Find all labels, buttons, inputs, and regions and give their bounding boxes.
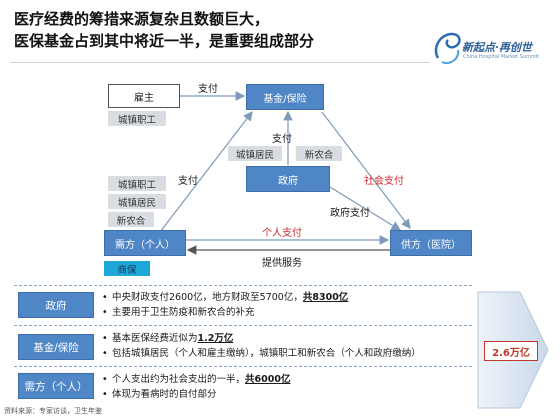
row-demand-line-1: •个人支出约为社会支出的一半，共6000亿 [102,374,291,385]
tag-ncms-mid: 新农合 [296,146,342,161]
flow-arrows [159,91,411,255]
title-line-2: 医保基金占到其中将近一半，是重要组成部分 [14,32,315,50]
tag-urban-resident-left: 城镇居民 [108,194,166,209]
label-employer-pay: 支付 [198,84,218,95]
row-fund-line-1: •基本医保经费近似为1.2万亿 [102,333,234,344]
row-fund-line-2: •包括城镇居民（个人和雇主缴纳），城镇职工和新农合（个人和政府缴纳） [102,348,421,359]
logo-subtitle: China Hospital Market Summit [463,54,540,60]
row-label-government: 政府 [18,292,94,318]
row-government-line-1: •中央财政支付2600亿，地方财政至5700亿，共8300亿 [102,292,349,303]
tag-urban-worker-left: 城镇职工 [108,176,166,191]
edge-demand-fund [159,111,253,233]
tag-urban-resident-mid: 城镇居民 [228,146,282,161]
page-title: 医疗经费的筹措来源复杂且数额巨大， 医保基金占到其中将近一半，是重要组成部分 [14,8,414,52]
node-supply: 供方（医院） [390,230,472,256]
label-social-pay: 社会支付 [364,176,404,187]
row-divider [14,325,472,327]
logo-swirl-icon [434,32,461,64]
label-gov-pay: 支付 [272,134,292,145]
label-personal-pay: 个人支付 [262,228,302,239]
row-label-demand: 需方（个人） [18,373,94,399]
tag-ncms-left: 新农合 [108,212,154,227]
row-divider [14,366,472,368]
label-gov-supply-pay: 政府支付 [330,208,370,219]
logo-text: 新起点·再创世 [462,41,532,54]
edge-gov-supply [329,186,402,231]
node-fund: 基金/保险 [246,84,324,110]
node-employer: 雇主 [108,84,180,108]
title-divider [10,62,430,63]
edge-fund-supply [321,111,411,229]
node-demand: 需方（个人） [104,230,186,256]
source-note: 资料来源：专家访谈，卫生年鉴 [4,407,102,415]
node-government: 政府 [246,166,330,192]
row-divider [14,285,472,287]
row-demand-line-2: •体现为看病时的自付部分 [102,389,217,400]
row-government-line-2: •主要用于卫生防疫和新农合的补充 [102,307,255,318]
row-label-fund: 基金/保险 [18,334,94,360]
total-value-badge: 2.6万亿 [484,341,538,361]
label-provide-service: 提供服务 [262,258,302,269]
tag-urban-worker-top: 城镇职工 [108,111,166,126]
tag-commercial-insurance: 商保 [104,261,150,276]
title-line-1: 医疗经费的筹措来源复杂且数额巨大， [14,10,270,28]
label-demand-pay: 支付 [178,176,198,187]
